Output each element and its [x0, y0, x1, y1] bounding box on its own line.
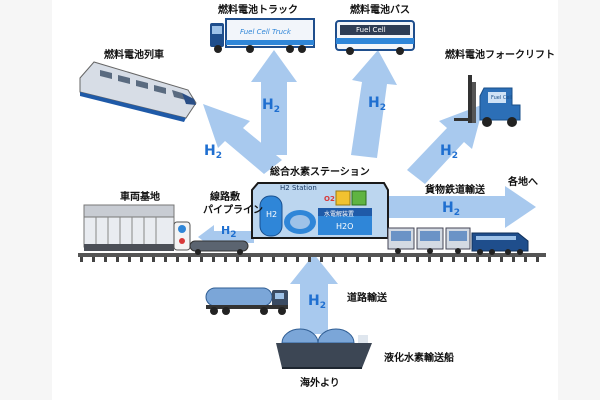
electrolysis-text: 水電解装置	[324, 211, 355, 218]
arrow-road	[290, 254, 338, 334]
label-freight: 貨物鉄道輸送	[425, 185, 485, 196]
station-icon	[251, 182, 389, 239]
ship-icon	[276, 328, 372, 369]
station-sign-text: H2 Station	[280, 184, 317, 192]
label-destinations: 各地へ	[508, 177, 538, 188]
h2-label-road: H2	[308, 293, 326, 311]
h2-label-freight: H2	[442, 200, 460, 218]
label-pipeline-line2: パイプライン	[203, 205, 263, 216]
freight-train-icon	[387, 227, 529, 255]
h2-label-forklift: H2	[440, 143, 458, 161]
arrow-to-forklift	[407, 104, 484, 184]
railway-track	[78, 253, 546, 262]
label-depot: 車両基地	[120, 192, 160, 203]
label-fc-forklift: 燃料電池フォークリフト	[445, 50, 555, 61]
h2-label-pipeline: H2	[221, 224, 237, 240]
pipeline-tank-icon	[189, 240, 249, 255]
arrow-to-truck	[251, 50, 297, 155]
label-ship: 液化水素輸送船	[384, 353, 454, 364]
bus-icon	[335, 20, 415, 55]
bus-side-text: Fuel Cell	[356, 26, 386, 34]
h2-label-truck: H2	[262, 97, 280, 115]
label-fc-train: 燃料電池列車	[104, 50, 164, 61]
label-overseas: 海外より	[300, 378, 340, 389]
forklift-text: Fuel Cell	[491, 95, 513, 101]
o2-text: O2	[324, 195, 335, 203]
forklift-icon	[454, 75, 521, 127]
hydrogen-dispenser-icon	[173, 221, 191, 251]
train-icon	[79, 61, 197, 122]
truck-icon	[210, 18, 315, 53]
label-road: 道路輸送	[347, 293, 387, 304]
tank-truck-icon	[205, 287, 288, 315]
label-fc-truck: 燃料電池トラック	[218, 5, 298, 16]
h2-tank-text: H2	[266, 210, 278, 219]
truck-side-text: Fuel Cell Truck	[240, 28, 291, 36]
arrow-to-bus	[351, 50, 397, 158]
h2-label-bus: H2	[368, 95, 386, 113]
arrow-freight	[386, 186, 536, 228]
label-pipeline-line1: 線路敷	[210, 192, 240, 203]
depot-building-icon	[83, 204, 175, 251]
label-fc-bus: 燃料電池バス	[350, 5, 410, 16]
arrow-to-train	[203, 104, 282, 174]
label-station: 総合水素ステーション	[270, 167, 370, 178]
water-text: H2O	[336, 222, 354, 231]
h2-label-train: H2	[204, 143, 222, 161]
